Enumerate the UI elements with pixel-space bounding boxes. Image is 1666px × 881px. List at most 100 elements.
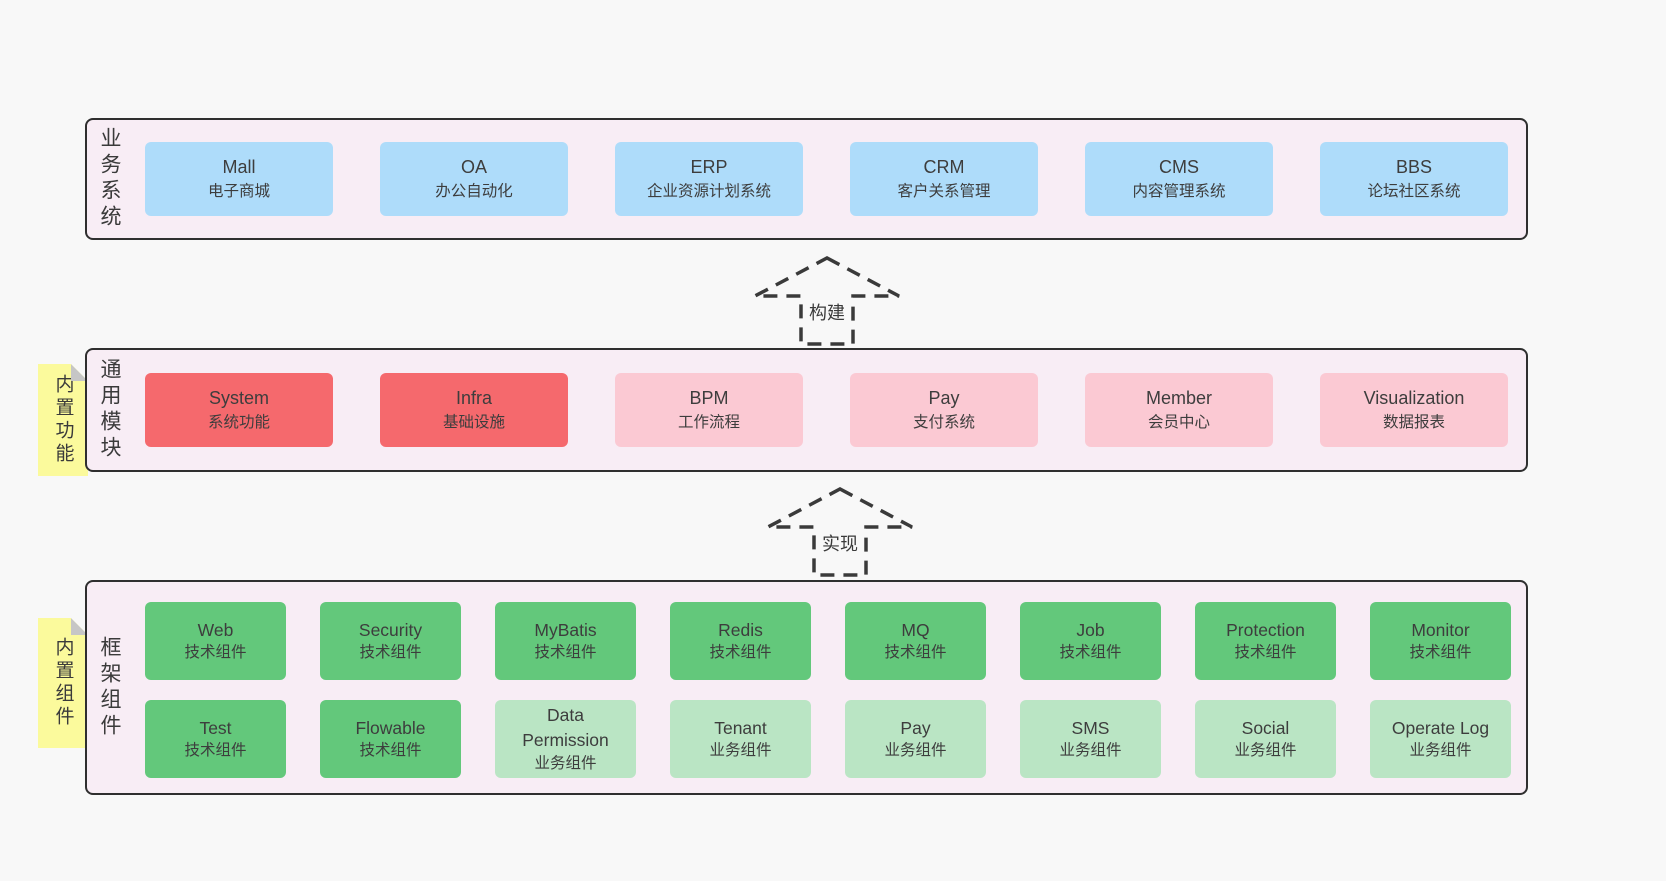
sticky-tab-built-in-features: 内置功能 <box>38 364 88 476</box>
modules-box-row: System 系统功能 Infra 基础设施 BPM 工作流程 Pay 支付系统… <box>145 373 1508 447</box>
box-title: BBS <box>1395 157 1433 178</box>
box-subtitle: 基础设施 <box>442 413 505 431</box>
box-subtitle: 论坛社区系统 <box>1367 182 1461 200</box>
panel-label-business-systems: 业务系统 <box>98 127 121 231</box>
box-subtitle: 技术组件 <box>184 742 247 760</box>
box-data-permission: Data Permission 业务组件 <box>495 700 636 778</box>
box-visualization: Visualization 数据报表 <box>1320 373 1508 447</box>
box-operate-log: Operate Log 业务组件 <box>1370 700 1511 778</box>
box-protection: Protection 技术组件 <box>1195 602 1336 680</box>
box-mybatis: MyBatis 技术组件 <box>495 602 636 680</box>
box-subtitle: 技术组件 <box>884 644 947 662</box>
box-flowable: Flowable 技术组件 <box>320 700 461 778</box>
box-title: Operate Log <box>1391 717 1490 738</box>
panel-framework-components: 框架组件 Web 技术组件 Security 技术组件 MyBatis 技术组件… <box>85 580 1528 795</box>
box-member: Member 会员中心 <box>1085 373 1273 447</box>
box-subtitle: 业务组件 <box>1059 742 1122 760</box>
box-subtitle: 办公自动化 <box>435 182 513 200</box>
box-subtitle: 企业资源计划系统 <box>646 182 771 200</box>
panel-common-modules: 通用模块 System 系统功能 Infra 基础设施 BPM 工作流程 Pay… <box>85 348 1528 472</box>
box-title: System <box>208 388 269 409</box>
arrow-build: 构建 <box>752 255 902 347</box>
box-title: Job <box>1076 619 1105 640</box>
tab-label: 内置功能 <box>52 374 74 466</box>
box-title: Web <box>197 619 234 640</box>
business-box-row: Mall 电子商城 OA 办公自动化 ERP 企业资源计划系统 CRM 客户关系… <box>145 142 1508 216</box>
box-system: System 系统功能 <box>145 373 333 447</box>
box-crm: CRM 客户关系管理 <box>850 142 1038 216</box>
box-mall: Mall 电子商城 <box>145 142 333 216</box>
arrow-build-label: 构建 <box>806 299 848 325</box>
box-title: Pay <box>900 717 931 738</box>
box-title: BPM <box>689 388 729 409</box>
box-title: Pay <box>928 388 960 409</box>
box-subtitle: 技术组件 <box>1059 644 1122 662</box>
components-row-1: Web 技术组件 Security 技术组件 MyBatis 技术组件 Redi… <box>145 602 1511 680</box>
box-subtitle: 业务组件 <box>1409 742 1472 760</box>
box-pay-module: Pay 支付系统 <box>850 373 1038 447</box>
box-subtitle: 电子商城 <box>207 182 270 200</box>
box-subtitle: 技术组件 <box>359 742 422 760</box>
box-web: Web 技术组件 <box>145 602 286 680</box>
box-title: Infra <box>455 388 493 409</box>
box-title: CRM <box>923 157 965 178</box>
box-subtitle: 客户关系管理 <box>897 182 991 200</box>
box-job: Job 技术组件 <box>1020 602 1161 680</box>
box-subtitle: 技术组件 <box>534 644 597 662</box>
box-pay-component: Pay 业务组件 <box>845 700 986 778</box>
box-erp: ERP 企业资源计划系统 <box>615 142 803 216</box>
box-subtitle: 工作流程 <box>677 413 740 431</box>
box-tenant: Tenant 业务组件 <box>670 700 811 778</box>
box-mq: MQ 技术组件 <box>845 602 986 680</box>
box-subtitle: 业务组件 <box>1234 742 1297 760</box>
box-title: Data Permission <box>522 705 609 750</box>
box-infra: Infra 基础设施 <box>380 373 568 447</box>
box-title: ERP <box>690 157 728 178</box>
box-title: OA <box>460 157 487 178</box>
box-subtitle: 业务组件 <box>884 742 947 760</box>
arrow-implement: 实现 <box>765 486 915 578</box>
box-subtitle: 技术组件 <box>1234 644 1297 662</box>
box-subtitle: 内容管理系统 <box>1132 182 1226 200</box>
box-title: SMS <box>1071 717 1110 738</box>
panel-label-common-modules: 通用模块 <box>98 358 121 462</box>
box-title: Test <box>199 717 232 738</box>
box-subtitle: 会员中心 <box>1147 413 1210 431</box>
box-redis: Redis 技术组件 <box>670 602 811 680</box>
panel-business-systems: 业务系统 Mall 电子商城 OA 办公自动化 ERP 企业资源计划系统 CRM… <box>85 118 1528 240</box>
box-subtitle: 技术组件 <box>359 644 422 662</box>
box-title: MQ <box>901 619 930 640</box>
box-subtitle: 技术组件 <box>1409 644 1472 662</box>
box-subtitle: 业务组件 <box>709 742 772 760</box>
box-oa: OA 办公自动化 <box>380 142 568 216</box>
panel-label-framework-components: 框架组件 <box>98 635 121 740</box>
box-social: Social 业务组件 <box>1195 700 1336 778</box>
box-subtitle: 技术组件 <box>709 644 772 662</box>
box-security: Security 技术组件 <box>320 602 461 680</box>
arrow-implement-label: 实现 <box>819 530 861 556</box>
box-title: Security <box>358 619 423 640</box>
box-subtitle: 业务组件 <box>534 754 597 772</box>
box-bbs: BBS 论坛社区系统 <box>1320 142 1508 216</box>
box-subtitle: 技术组件 <box>184 644 247 662</box>
box-title: Protection <box>1226 619 1305 640</box>
sticky-tab-built-in-components: 内置组件 <box>38 618 88 748</box>
box-bpm: BPM 工作流程 <box>615 373 803 447</box>
box-subtitle: 数据报表 <box>1382 413 1445 431</box>
box-title: Monitor <box>1411 619 1470 640</box>
box-title: Mall <box>222 157 256 178</box>
box-title: Member <box>1145 388 1212 409</box>
tab-label: 内置组件 <box>52 637 74 729</box>
box-cms: CMS 内容管理系统 <box>1085 142 1273 216</box>
box-title: CMS <box>1159 157 1199 178</box>
box-title: MyBatis <box>534 619 597 640</box>
box-title: Flowable <box>355 717 426 738</box>
box-title: Visualization <box>1363 388 1465 409</box>
box-title: Redis <box>718 619 763 640</box>
box-sms: SMS 业务组件 <box>1020 700 1161 778</box>
box-subtitle: 支付系统 <box>912 413 975 431</box>
box-test: Test 技术组件 <box>145 700 286 778</box>
box-title: Tenant <box>714 717 767 738</box>
box-monitor: Monitor 技术组件 <box>1370 602 1511 680</box>
components-row-2: Test 技术组件 Flowable 技术组件 Data Permission … <box>145 700 1511 778</box>
